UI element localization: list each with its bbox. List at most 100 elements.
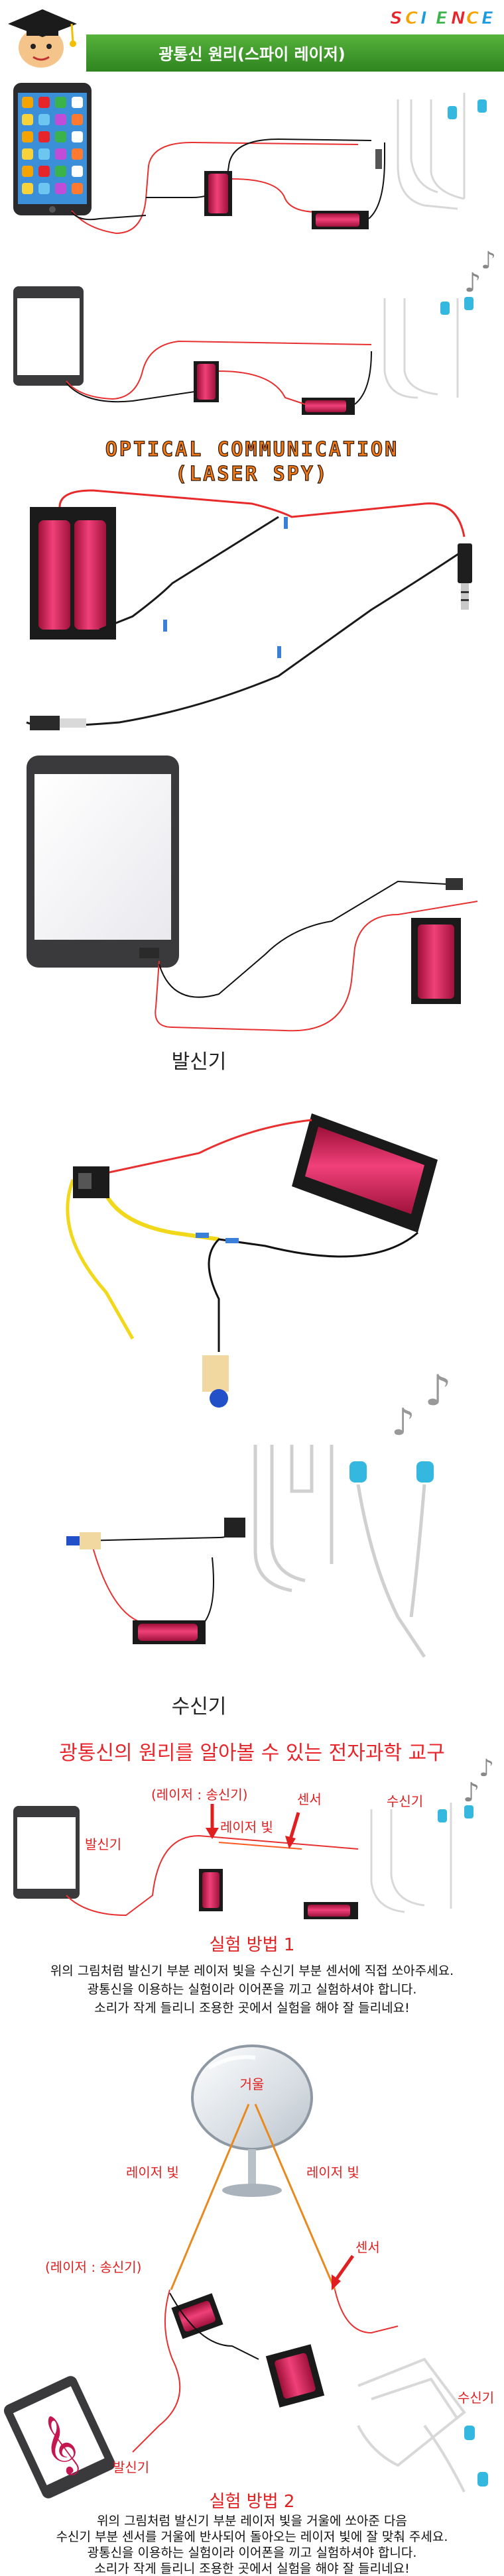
app-icon — [38, 97, 50, 108]
app-icon — [38, 148, 50, 160]
app-icon — [38, 183, 50, 194]
app-icon — [38, 131, 50, 142]
battery-holder — [133, 1620, 206, 1644]
music-notes-icon: ♪ ♪ — [463, 1755, 494, 1808]
svg-text:센서: 센서 — [355, 2239, 380, 2255]
app-icon — [55, 97, 66, 108]
app-icon — [22, 114, 33, 125]
svg-text:위의 그림처럼 발신기 부분 레이저 빛을 거울에 쏘아준: 위의 그림처럼 발신기 부분 레이저 빛을 거울에 쏘아준 다음 — [97, 2514, 407, 2528]
svg-text:♪: ♪ — [391, 1401, 415, 1444]
audio-jack — [73, 1166, 109, 1198]
tagline: 광통신의 원리를 알아볼 수 있는 전자과학 교구 — [59, 1742, 445, 1765]
mirror-icon — [191, 2044, 313, 2197]
music-notes-icon: ♪ ♪ — [391, 1367, 452, 1444]
scene-smartphone-setup — [13, 83, 487, 235]
app-icon — [22, 131, 33, 142]
science-letter: I — [420, 9, 427, 28]
smartphone-icon: 𝄞 — [3, 2376, 115, 2498]
audio-jack — [224, 1518, 245, 1538]
caption-transmitter: 발신기 — [172, 1050, 227, 1074]
svg-text:♪: ♪ — [464, 268, 481, 298]
science-letter: N — [451, 9, 466, 28]
battery-holder — [302, 398, 355, 415]
svg-text:레이저 빛: 레이저 빛 — [306, 2164, 359, 2180]
battery-holder — [199, 1869, 223, 1911]
svg-text:수신기 부분 센서를 거울에 반사되어 돌아오는 레이저 빛: 수신기 부분 센서를 거울에 반사되어 돌아오는 레이저 빛에 잘 맞춰 주세요… — [56, 2530, 448, 2544]
svg-text:위의 그림처럼 발신기 부분 레이저 빛을 수신기 부분 센: 위의 그림처럼 발신기 부분 레이저 빛을 수신기 부분 센서에 직접 쏘아주세… — [50, 1964, 454, 1978]
battery-holder — [30, 507, 116, 640]
battery-holder — [204, 171, 232, 216]
app-icon — [22, 166, 33, 177]
svg-text:광통신을 이용하는 실험이라 이어폰을 끼고 실험하셔야 합: 광통신을 이용하는 실험이라 이어폰을 끼고 실험하셔야 합니다. — [88, 2546, 417, 2560]
svg-text:레이저 빛: 레이저 빛 — [220, 1819, 273, 1835]
app-icon — [72, 97, 83, 108]
scene-transmitter: 발신기 — [27, 756, 478, 1074]
svg-text:발신기: 발신기 — [113, 2459, 149, 2475]
battery-holder — [304, 1902, 358, 1919]
app-icon — [72, 183, 83, 194]
scene-receiver-closeup — [66, 1113, 438, 1408]
svg-text:OPTICAL COMMUNICATION: OPTICAL COMMUNICATION — [105, 438, 399, 461]
scene-receiver: ♪ ♪ 수신기 광통신의 원리를 알아볼 수 있는 전자과학 교구 — [59, 1367, 452, 1765]
method-1-title: 실험 방법 1 — [210, 1935, 295, 1955]
svg-text:수신기: 수신기 — [387, 1793, 423, 1809]
tablet-icon — [13, 286, 84, 386]
title-banner — [86, 34, 504, 72]
app-icon — [55, 183, 66, 194]
graduation-cap-icon — [8, 9, 77, 68]
app-icon — [72, 114, 83, 125]
method-2-title: 실험 방법 2 — [210, 2492, 295, 2512]
science-letter: C — [405, 9, 418, 28]
app-icon — [22, 97, 33, 108]
earphones-icon — [253, 1445, 434, 1658]
page-title: 광통신 원리(스파이 레이저) — [158, 45, 346, 64]
tablet-icon — [27, 756, 179, 968]
audio-jack — [375, 149, 382, 169]
app-icon — [22, 148, 33, 160]
music-notes-icon: ♪ ♪ — [464, 247, 496, 298]
app-icon — [38, 166, 50, 177]
optical-communication-heading: OPTICAL COMMUNICATION (LASER SPY) — [105, 437, 399, 486]
method-2-diagram: 거울 레이저 빛 레이저 빛 (레이저 : 송신기) 센서 𝄞 발신기 — [3, 2044, 494, 2576]
smartphone-icon — [13, 83, 92, 215]
svg-text:(레이저 : 송신기): (레이저 : 송신기) — [45, 2259, 141, 2275]
svg-text:발신기: 발신기 — [85, 1836, 121, 1852]
sensor-module — [202, 1355, 229, 1408]
battery-holder — [312, 211, 369, 229]
audio-jack — [458, 543, 472, 610]
app-icon — [38, 114, 50, 125]
app-icon — [55, 114, 66, 125]
scene-transmitter-closeup — [26, 489, 472, 730]
svg-text:♪: ♪ — [479, 1755, 494, 1782]
battery-holder — [292, 1113, 438, 1233]
app-icon — [22, 183, 33, 194]
battery-holder — [194, 361, 219, 402]
app-icon — [55, 131, 66, 142]
svg-text:센서: 센서 — [297, 1791, 322, 1807]
science-letter: S — [390, 9, 403, 28]
science-letter: E — [436, 9, 448, 28]
sensor-module — [66, 1532, 101, 1549]
svg-text:♪: ♪ — [463, 1777, 480, 1808]
battery-holder — [171, 2293, 223, 2339]
app-icon — [72, 166, 83, 177]
earphones-icon — [383, 297, 473, 399]
earphones-icon — [397, 93, 487, 210]
svg-text:광통신을 이용하는 실험이라 이어폰을 끼고 실험하셔야 합: 광통신을 이용하는 실험이라 이어폰을 끼고 실험하셔야 합니다. — [88, 1982, 417, 1997]
svg-text:♪: ♪ — [424, 1367, 452, 1416]
svg-text:레이저 빛: 레이저 빛 — [126, 2164, 179, 2180]
svg-text:(LASER SPY): (LASER SPY) — [175, 463, 329, 486]
app-icon — [55, 166, 66, 177]
science-letter: E — [481, 9, 493, 28]
svg-text:소리가 작게 들리니 조용한 곳에서 실험을 해야 잘 들리: 소리가 작게 들리니 조용한 곳에서 실험을 해야 잘 들리네요! — [94, 2001, 409, 2015]
svg-text:거울: 거울 — [240, 2076, 265, 2092]
method-1-diagram: 발신기 (레이저 : 송신기) 레이저 빛 센서 ♪ ♪ 수신기 실험 — [13, 1755, 494, 2015]
svg-text:♪: ♪ — [481, 247, 496, 274]
svg-text:(레이저 : 송신기): (레이저 : 송신기) — [151, 1787, 247, 1803]
science-letter: C — [466, 9, 479, 28]
app-icon — [72, 131, 83, 142]
tablet-icon — [13, 1806, 80, 1899]
scene-tablet-setup: ♪ ♪ — [13, 247, 496, 415]
